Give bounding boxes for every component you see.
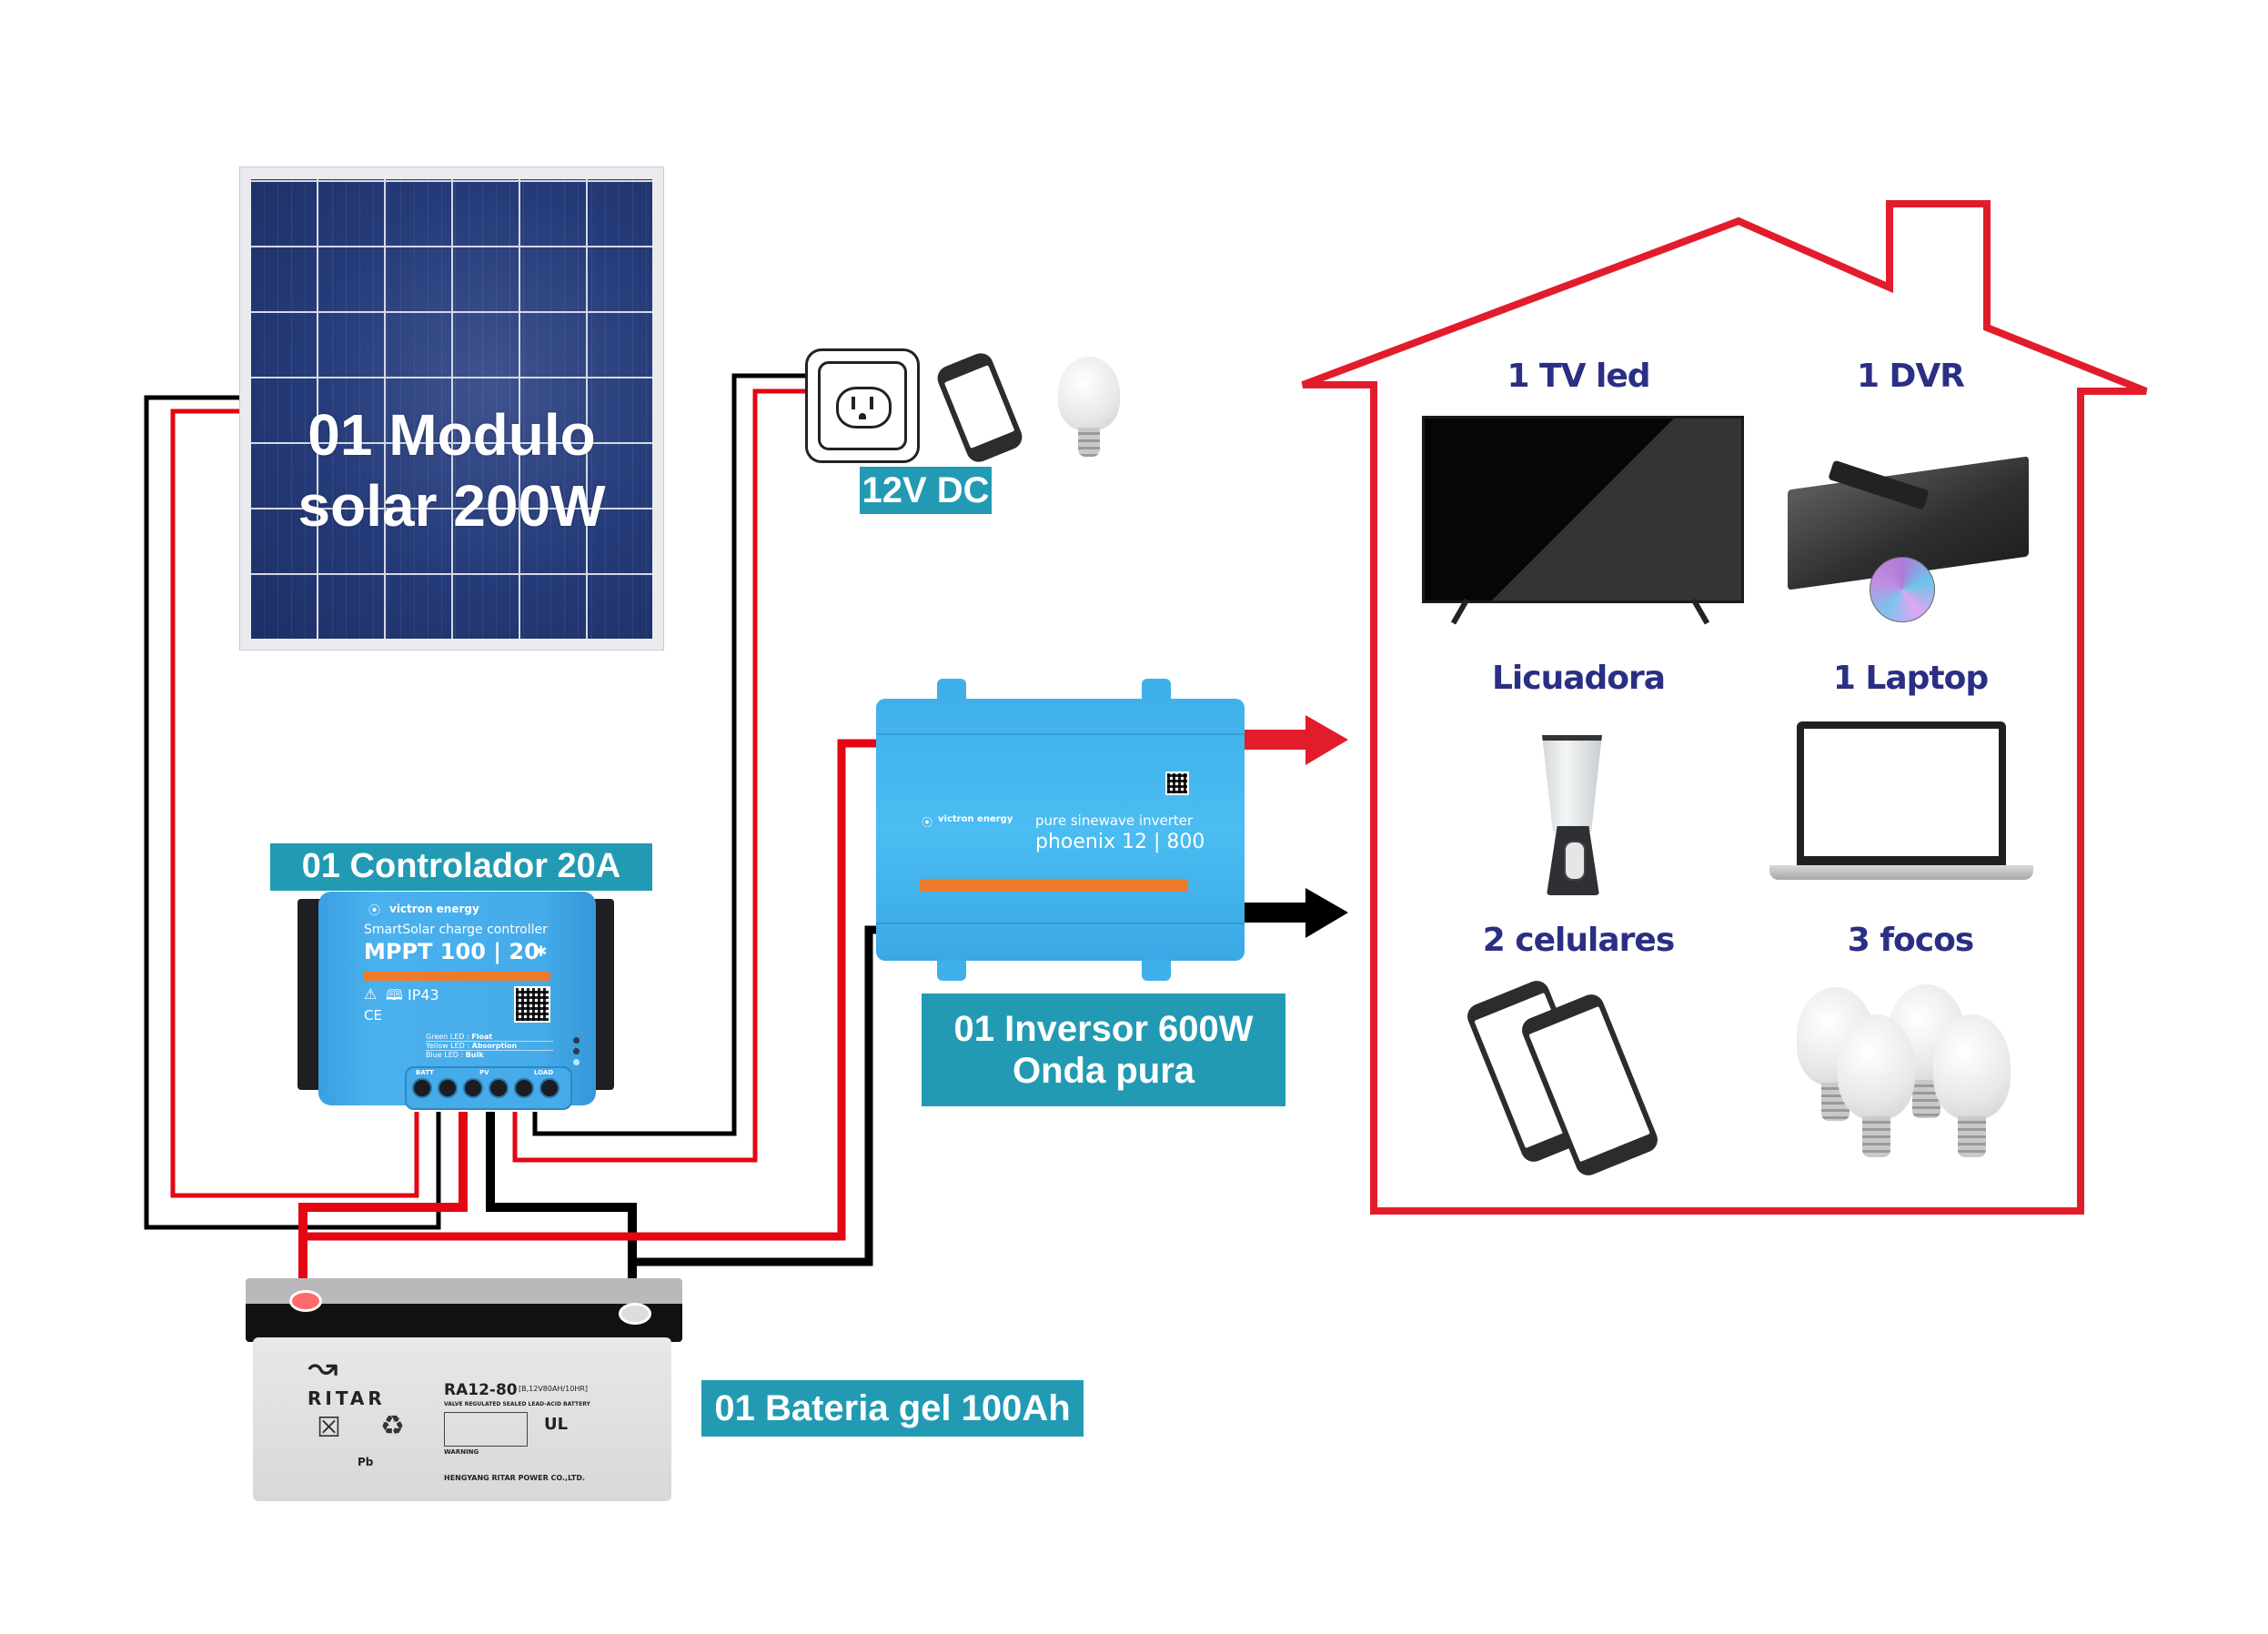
led-row: Blue LED : Bulk — [426, 1051, 484, 1059]
load-label-dvr: 1 DVR — [1856, 358, 1965, 395]
battery-brand: RITAR — [307, 1387, 386, 1409]
warning-icon: ⚠ — [364, 985, 378, 1003]
controller-model: MPPT 100 | 20 — [364, 939, 539, 964]
dc-output-label: 12V DC — [860, 467, 992, 514]
battery: RITAR ↝ ♻ ☒ Pb RA12-80 [B,12V80AH/10HR] … — [253, 1337, 671, 1501]
terminal-screw — [412, 1078, 432, 1098]
load-label-bulbs: 3 focos — [1847, 922, 1974, 959]
terminal-screw — [463, 1078, 483, 1098]
battery-negative-wire — [486, 1112, 637, 1301]
bluetooth-icon: ✱ — [535, 943, 548, 960]
inverter-negative-wire — [632, 925, 878, 1266]
bulbs-icon — [1933, 1014, 2011, 1160]
battery-material: Pb — [358, 1456, 374, 1468]
solar-panel-label: 01 Modulo solar 200W — [297, 402, 606, 539]
ac-positive-arrow — [1243, 715, 1348, 765]
house-shape — [1301, 200, 2148, 1215]
led-row: Green LED : Float — [426, 1033, 553, 1042]
battery-manufacturer: HENGYANG RITAR POWER CO.,LTD. — [444, 1474, 586, 1482]
tv-icon — [1422, 416, 1744, 603]
qr-code-icon — [514, 986, 550, 1023]
inverter-mount-tab — [937, 679, 966, 702]
charge-controller: victron energy ⦿ SmartSolar charge contr… — [318, 892, 596, 1110]
inverter-label: 01 Inversor 600W Onda pura — [922, 994, 1285, 1106]
status-led — [573, 1048, 580, 1054]
terminal-screw — [539, 1078, 559, 1098]
inverter-model: phoenix 12 | 800 — [1035, 831, 1205, 853]
battery-charge-box — [444, 1412, 528, 1447]
battery-positive-terminal — [289, 1290, 322, 1312]
ac-negative-arrow — [1243, 888, 1348, 938]
controller-led-table: Green LED : Float Yellow LED : Absorptio… — [426, 1033, 553, 1059]
terminal-group-pv: PV — [479, 1069, 489, 1076]
qr-code-icon — [1165, 772, 1189, 795]
ul-mark-icon: UL — [544, 1415, 569, 1434]
battery-spec: [B,12V80AH/10HR] — [519, 1385, 589, 1393]
panel-positive-wire — [170, 408, 419, 1198]
battery-lid — [246, 1278, 682, 1342]
battery-positive-wire — [298, 1112, 468, 1301]
laptop-icon — [1769, 721, 2033, 885]
inverter-brand: victron energy — [938, 814, 1013, 824]
disc-icon — [1870, 557, 1935, 622]
load-positive-wire — [512, 388, 805, 1163]
battery-warning: WARNING — [444, 1448, 479, 1456]
load-negative-wire — [532, 373, 805, 1136]
terminal-block: BATT PV LOAD — [405, 1066, 572, 1110]
bulb-icon — [1058, 357, 1120, 459]
battery-negative-terminal — [619, 1303, 651, 1325]
terminal-screw — [489, 1078, 509, 1098]
terminal-group-load: LOAD — [534, 1069, 554, 1076]
led-row: Yellow LED : Absorption — [426, 1042, 553, 1051]
terminal-screw — [514, 1078, 534, 1098]
battery-type: VALVE REGULATED SEALED LEAD-ACID BATTERY — [444, 1401, 590, 1407]
controller-orange-stripe — [364, 972, 550, 981]
ce-mark-icon: CE — [364, 1007, 382, 1024]
controller-brand: victron energy — [389, 903, 479, 915]
controller-ip-rating: IP43 — [408, 986, 439, 1004]
status-led — [573, 1059, 580, 1065]
battery-model: RA12-80 — [444, 1381, 518, 1399]
status-led — [573, 1037, 580, 1044]
recycle-icon: ♻ — [380, 1410, 405, 1442]
battery-label: 01 Bateria gel 100Ah — [701, 1380, 1084, 1437]
panel-negative-wire — [144, 395, 441, 1230]
ritar-logo-icon: ↝ — [307, 1347, 338, 1388]
bulbs-icon — [1838, 1014, 1915, 1160]
inverter-orange-stripe — [920, 879, 1188, 892]
solar-panel: 01 Modulo solar 200W — [239, 166, 664, 651]
dc-outlet-icon — [805, 348, 920, 463]
inverter-product-type: pure sinewave inverter — [1035, 812, 1194, 829]
victron-logo-icon: ⦿ — [368, 904, 381, 918]
blender-icon — [1537, 735, 1610, 895]
inverter-mount-tab — [1142, 679, 1171, 702]
load-label-tv: 1 TV led — [1507, 358, 1650, 395]
no-trash-icon: ☒ — [317, 1412, 341, 1444]
inverter-positive-wire — [303, 739, 878, 1241]
inverter: ⦿ victron energy pure sinewave inverter … — [876, 699, 1245, 961]
manual-icon: 🕮 — [386, 986, 403, 1004]
controller-label: 01 Controlador 20A — [270, 843, 652, 891]
solar-cells — [251, 179, 652, 639]
load-label-laptop: 1 Laptop — [1832, 660, 1989, 697]
terminal-group-batt: BATT — [416, 1069, 434, 1076]
terminal-screw — [438, 1078, 458, 1098]
load-label-phones: 2 celulares — [1482, 922, 1676, 959]
controller-product-line: SmartSolar charge controller — [364, 923, 548, 937]
load-label-blender: Licuadora — [1491, 660, 1666, 697]
victron-logo-icon: ⦿ — [922, 816, 933, 829]
